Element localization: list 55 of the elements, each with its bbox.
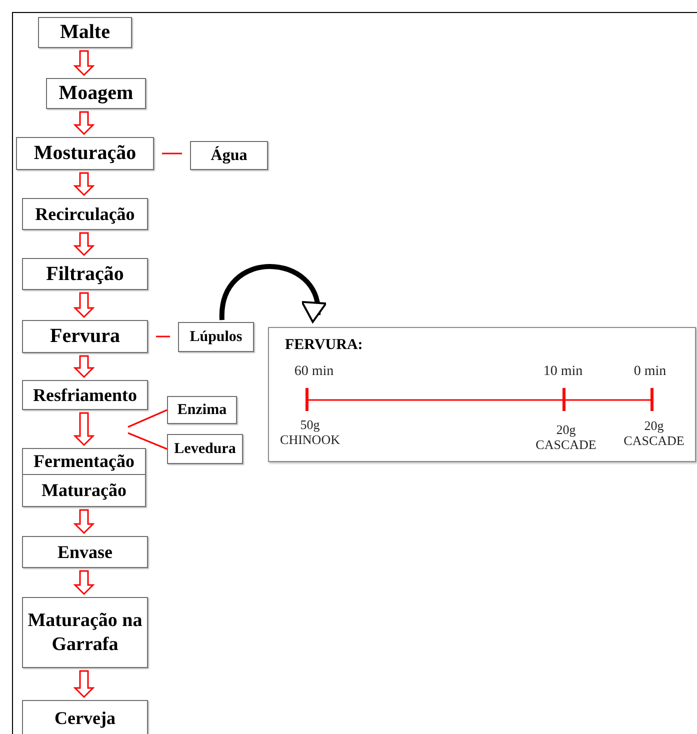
process-box <box>22 380 148 410</box>
process-box <box>190 141 268 170</box>
time-label: 0 min <box>634 364 666 380</box>
down-arrow <box>73 670 95 698</box>
step-label: Fermentação <box>34 450 134 473</box>
step-label: Mosturação <box>34 141 136 166</box>
process-box <box>22 597 148 668</box>
step-label: Moagem <box>58 81 134 106</box>
down-arrow <box>73 570 95 596</box>
step-label: Maturação <box>42 479 126 502</box>
hop-addition-label: 20g CASCADE <box>624 419 684 449</box>
step-label: Filtração <box>46 262 124 286</box>
step-label: Malte <box>60 20 110 45</box>
connector-line <box>128 432 168 450</box>
process-box <box>22 198 148 230</box>
down-arrow <box>73 509 95 534</box>
process-box <box>22 536 148 568</box>
down-arrow <box>73 292 95 318</box>
step-label: Envase <box>57 540 112 564</box>
step-label: Enzima <box>177 400 227 420</box>
down-arrow <box>73 172 95 196</box>
hop-addition-label: 50g CHINOOK <box>280 418 340 448</box>
connector-line <box>128 409 168 428</box>
connector-line <box>156 336 170 338</box>
time-label: 10 min <box>543 364 583 380</box>
process-box <box>22 448 146 475</box>
down-arrow <box>73 50 95 76</box>
step-label: Cerveja <box>54 706 116 730</box>
step-label: Maturação na Garrafa <box>26 608 144 656</box>
timeline-panel <box>268 327 696 462</box>
process-box <box>16 137 154 170</box>
process-box <box>167 396 237 424</box>
process-box <box>167 434 243 464</box>
down-arrow <box>73 232 95 256</box>
process-box <box>22 258 148 290</box>
process-box <box>178 322 254 352</box>
down-arrow <box>73 412 95 446</box>
process-box <box>22 320 148 353</box>
process-box <box>22 700 148 734</box>
step-label: Levedura <box>174 440 236 458</box>
time-label: 60 min <box>294 364 334 380</box>
curved-arrow <box>220 264 326 324</box>
hop-addition-label: 20g CASCADE <box>536 423 596 453</box>
step-label: Resfriamento <box>33 384 137 406</box>
panel-title: FERVURA: <box>285 336 363 355</box>
connector-line <box>162 152 182 154</box>
process-box <box>22 474 146 507</box>
step-label: Fervura <box>50 324 120 349</box>
process-box <box>38 17 132 48</box>
step-label: Recirculação <box>35 202 135 226</box>
step-label: Lúpulos <box>190 328 242 346</box>
down-arrow <box>73 355 95 378</box>
down-arrow <box>73 111 95 136</box>
process-box <box>46 78 146 109</box>
step-label: Água <box>210 146 248 166</box>
